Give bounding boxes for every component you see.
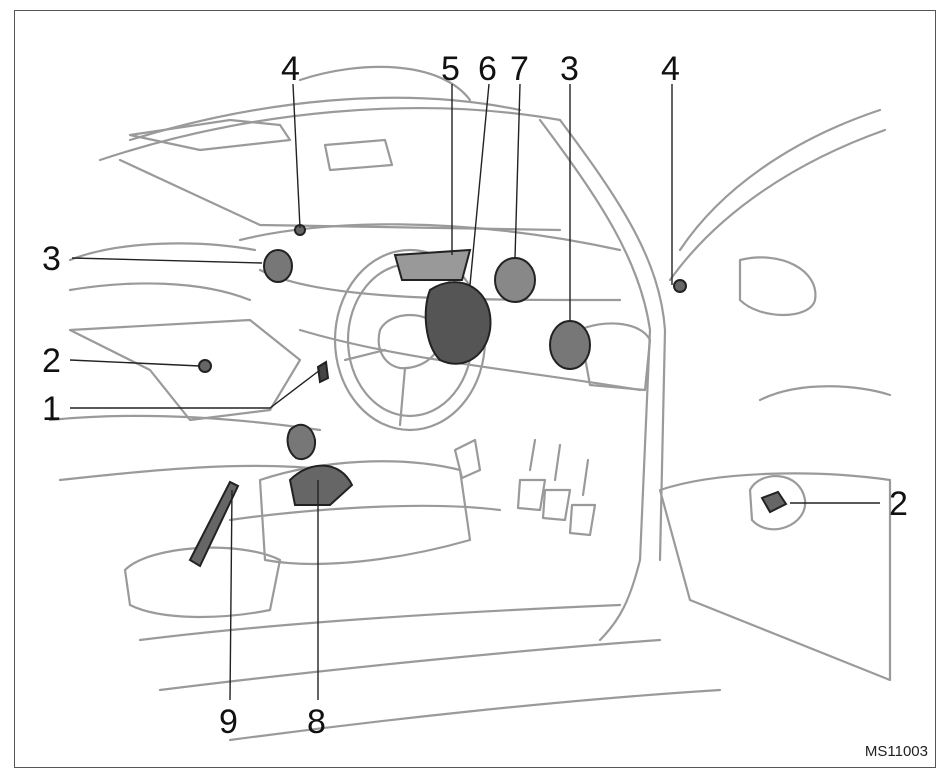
hazard-switch [316, 360, 330, 384]
steering-wheel-spoke [343, 348, 387, 362]
figure-frame [14, 10, 936, 768]
leader-6 [469, 83, 490, 286]
right-door-panel [658, 472, 892, 682]
glovebox [578, 322, 652, 392]
left-side-vent [263, 249, 293, 283]
callout-3-left-vent: 3 [42, 240, 61, 278]
a-pillar-right-inner [558, 118, 667, 562]
seat-base [123, 546, 282, 619]
callout-6: 6 [478, 50, 497, 88]
pedal-1 [516, 478, 547, 512]
gear-knob [286, 423, 317, 460]
figure-code: MS11003 [864, 743, 928, 760]
callout-4-left-seatbelt: 4 [281, 50, 300, 88]
left-door-top [68, 282, 252, 302]
leader-7 [514, 83, 521, 259]
center-vent [494, 257, 536, 303]
callout-2-left-door: 2 [42, 342, 61, 380]
dashboard-face [258, 268, 622, 302]
roof-top-curve [298, 65, 472, 102]
leader-1 [70, 369, 321, 409]
right-door-lock [760, 490, 788, 514]
right-door-frame [678, 108, 882, 252]
lower-vent [453, 438, 482, 480]
left-door-bottom [58, 464, 332, 482]
floor-line-2 [158, 638, 662, 692]
left-door-lower [48, 414, 322, 432]
left-door-window [68, 242, 257, 262]
right-door-frame-2 [668, 128, 887, 282]
callout-7: 7 [510, 50, 529, 88]
rear-view-mirror [323, 138, 394, 172]
roof-line [98, 107, 562, 162]
gear-boot [288, 464, 354, 506]
right-door-armrest [758, 385, 892, 402]
leader-9 [229, 489, 233, 701]
pedal-arms [528, 438, 590, 497]
steering-wheel-spoke-3 [398, 366, 407, 427]
leader-2a [69, 359, 201, 367]
instrument-cluster [393, 248, 472, 281]
leader-3a [71, 257, 263, 264]
pedal-2 [541, 488, 572, 522]
dashboard-top [238, 223, 622, 252]
callout-5: 5 [441, 50, 460, 88]
right-side-vent [549, 320, 591, 370]
right-seatbelt-anchor [673, 279, 687, 293]
callout-1: 1 [42, 390, 61, 428]
callout-8: 8 [307, 703, 326, 741]
left-door-panel [68, 318, 302, 422]
console-front [228, 504, 502, 522]
windshield-frame [118, 158, 562, 232]
callout-9: 9 [219, 703, 238, 741]
pedal-3 [568, 503, 597, 537]
floor-line-3 [228, 688, 722, 742]
floor-line [138, 603, 622, 642]
right-door-handle [748, 475, 807, 531]
leader-4a [292, 83, 301, 229]
sun-visor [128, 118, 292, 152]
handbrake-lever [188, 480, 240, 568]
right-mirror [738, 256, 817, 317]
callout-3-center-vent: 3 [560, 50, 579, 88]
a-pillar-right [538, 118, 652, 642]
roof-line-inner [128, 96, 522, 142]
combination-meter-cowl [424, 281, 492, 365]
callout-4-right-seatbelt: 4 [661, 50, 680, 88]
left-door-lock [198, 359, 212, 373]
callout-2-right-door: 2 [889, 485, 908, 523]
